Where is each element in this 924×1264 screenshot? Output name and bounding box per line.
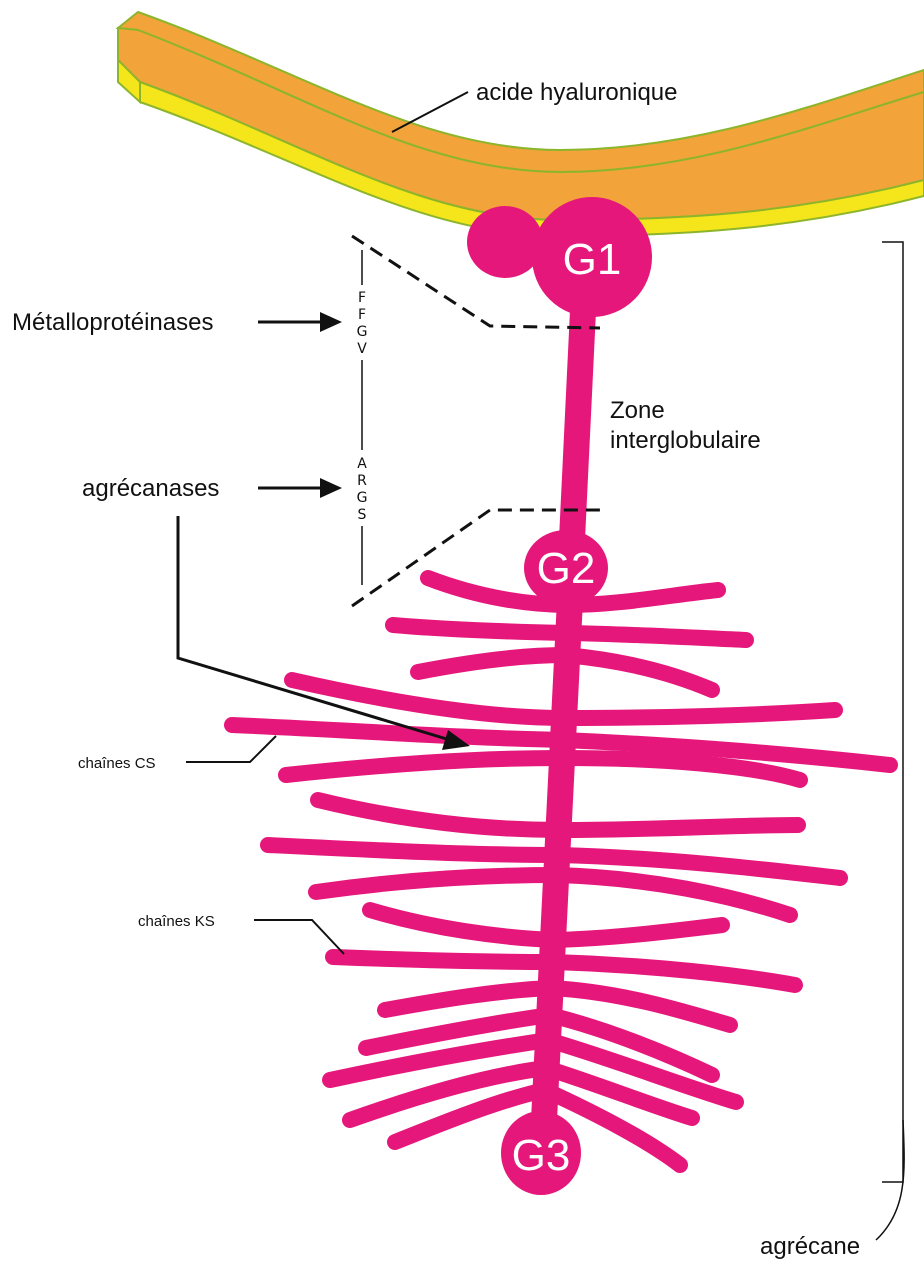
cleavage-sequence: F F G V A R G S [357, 250, 368, 585]
hyaluronic-acid-label: acide hyaluronique [476, 79, 677, 106]
chain [268, 845, 560, 855]
chain [556, 925, 722, 940]
g2-label: G2 [537, 544, 596, 593]
residue: R [357, 473, 367, 489]
ks-chains-label: chaînes KS [138, 913, 215, 930]
aggrecanases-arrow [258, 478, 342, 498]
ks-chains-leader [254, 920, 344, 954]
chain [565, 655, 712, 690]
chain [318, 800, 561, 830]
zone-label-line2: interglobulaire [610, 427, 761, 454]
chain [286, 758, 562, 775]
residue: V [357, 341, 367, 357]
residue: A [357, 456, 367, 472]
cs-chains-label: chaînes CS [78, 755, 156, 772]
cs-chains-leader [186, 736, 276, 762]
chain [562, 758, 800, 780]
chain [561, 825, 798, 830]
aggrecan-leader [876, 1120, 904, 1240]
chain [393, 625, 566, 633]
hyaluronic-acid-leader [392, 92, 468, 132]
chain [385, 988, 552, 1010]
chain [333, 957, 554, 962]
chain [370, 910, 556, 940]
hyaluronic-acid-ribbon [118, 12, 924, 236]
chain [558, 875, 790, 915]
chain [232, 725, 563, 740]
chain [418, 655, 565, 672]
aggrecanases-label: agrécanases [82, 475, 219, 502]
residue: G [357, 324, 368, 340]
metalloproteinases-arrow [258, 312, 342, 332]
chain [566, 633, 746, 640]
residue: G [357, 490, 368, 506]
metalloproteinases-label: Métalloprotéinases [12, 309, 213, 336]
residue: F [358, 307, 366, 323]
residue: F [358, 290, 366, 306]
g2-domain: G2 [524, 530, 608, 606]
residue: S [358, 507, 367, 523]
chain [554, 962, 795, 985]
chain [292, 680, 564, 718]
zone-label-line1: Zone [610, 397, 665, 424]
g1-domain: G1 [467, 197, 652, 317]
g3-domain: G3 [501, 1111, 581, 1195]
chain [316, 875, 558, 892]
aggrecan-label: agrécane [760, 1233, 860, 1260]
g3-label: G3 [512, 1131, 571, 1180]
aggrecan-bracket [882, 242, 903, 1182]
g1-label: G1 [563, 235, 622, 284]
chain [564, 710, 835, 718]
